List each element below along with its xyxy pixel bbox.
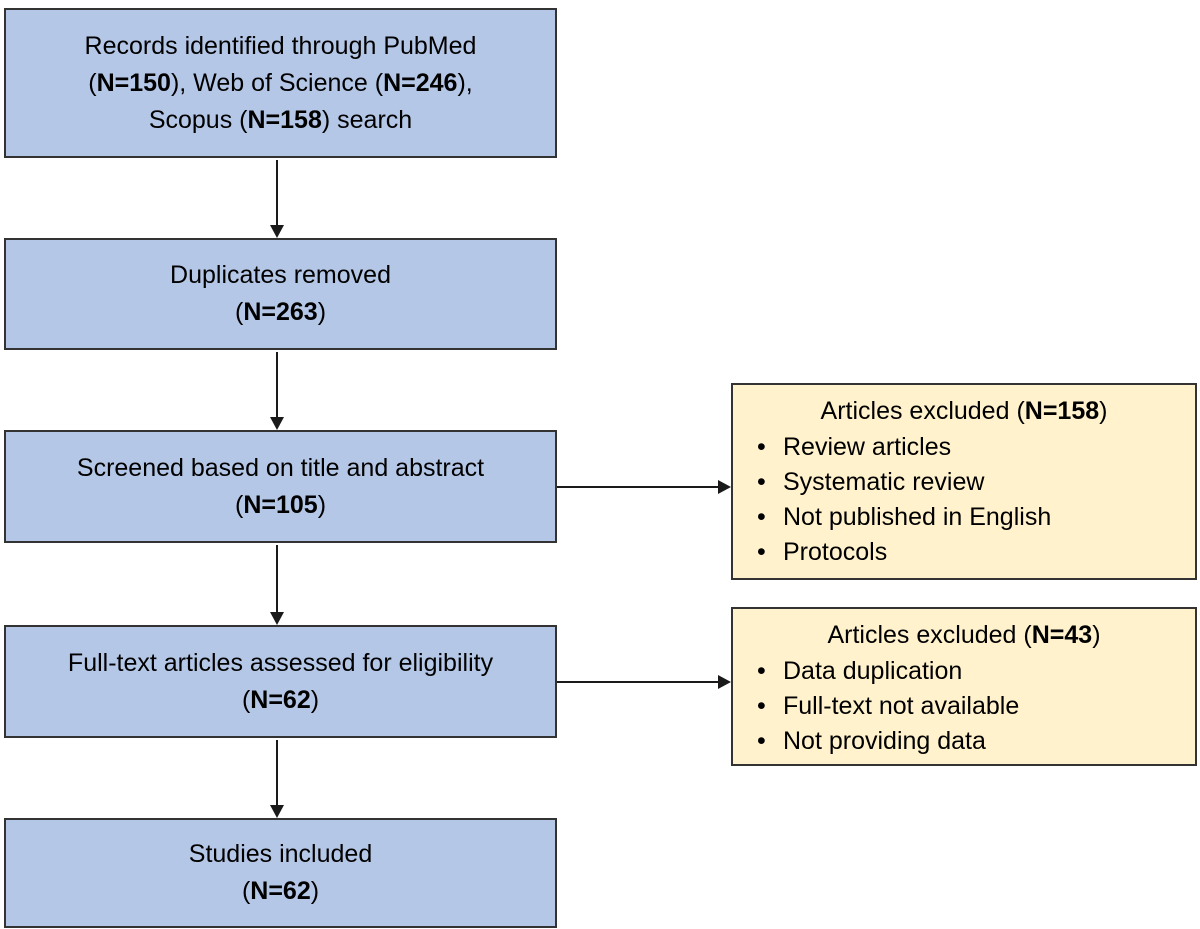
arrow-down-4-head-icon xyxy=(270,805,284,818)
list-item: •Not providing data xyxy=(743,724,1185,759)
exclusion-heading: Articles excluded (N=43) xyxy=(827,621,1101,649)
box-fulltext-assessed: Full-text articles assessed for eligibil… xyxy=(4,625,557,738)
box-text-line: Studies included xyxy=(188,840,373,868)
list-item: •Review articles xyxy=(743,430,1185,465)
bullet-icon: • xyxy=(757,727,766,755)
bullet-icon: • xyxy=(757,503,766,531)
box-text-line: (N=150), Web of Science (N=246), xyxy=(88,68,473,97)
bullet-icon: • xyxy=(757,433,766,461)
box-text-line: (N=62) xyxy=(241,877,320,905)
arrow-down-2 xyxy=(276,352,278,418)
box-articles-excluded-eligibility: Articles excluded (N=43) •Data duplicati… xyxy=(731,607,1197,766)
arrow-down-3-head-icon xyxy=(270,612,284,625)
box-text-line: Scopus (N=158) search xyxy=(148,105,413,134)
box-text-line: (N=105) xyxy=(234,490,327,519)
box-text-line: Screened based on title and abstract xyxy=(76,453,485,482)
exclusion-reason-list: •Data duplication •Full-text not availab… xyxy=(743,654,1185,759)
box-duplicates-removed: Duplicates removed (N=263) xyxy=(4,238,557,350)
bullet-icon: • xyxy=(757,692,766,720)
bullet-icon: • xyxy=(757,657,766,685)
box-text-line: Duplicates removed xyxy=(170,261,391,289)
list-item: •Systematic review xyxy=(743,465,1185,500)
box-records-identified: Records identified through PubMed (N=150… xyxy=(4,8,557,158)
box-text-line: (N=263) xyxy=(234,298,327,326)
arrow-down-2-head-icon xyxy=(270,417,284,430)
arrow-right-screening xyxy=(557,486,719,488)
arrow-down-1-head-icon xyxy=(270,225,284,238)
list-item: •Protocols xyxy=(743,535,1185,570)
arrow-right-screening-head-icon xyxy=(718,480,731,494)
list-item: •Full-text not available xyxy=(743,689,1185,724)
exclusion-reason-list: •Review articles •Systematic review •Not… xyxy=(743,430,1185,570)
arrow-down-3 xyxy=(276,545,278,613)
exclusion-heading: Articles excluded (N=158) xyxy=(820,397,1108,425)
arrow-down-1 xyxy=(276,160,278,226)
box-text-line: Full-text articles assessed for eligibil… xyxy=(67,648,494,677)
box-screened-title-abstract: Screened based on title and abstract (N=… xyxy=(4,430,557,543)
box-articles-excluded-screening: Articles excluded (N=158) •Review articl… xyxy=(731,383,1197,580)
box-text-line: (N=62) xyxy=(241,685,320,714)
bullet-icon: • xyxy=(757,538,766,566)
list-item: •Not published in English xyxy=(743,500,1185,535)
arrow-down-4 xyxy=(276,740,278,806)
arrow-right-eligibility xyxy=(557,681,719,683)
box-studies-included: Studies included (N=62) xyxy=(4,818,557,928)
list-item: •Data duplication xyxy=(743,654,1185,689)
box-text-line: Records identified through PubMed xyxy=(84,31,477,60)
arrow-right-eligibility-head-icon xyxy=(718,675,731,689)
bullet-icon: • xyxy=(757,468,766,496)
